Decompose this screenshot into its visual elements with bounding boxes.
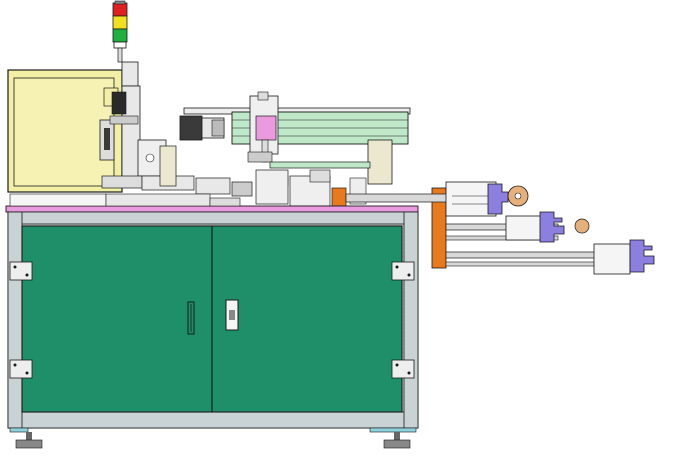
foot-base-left xyxy=(9,427,29,433)
cabinet-door-right[interactable] xyxy=(211,225,403,413)
cabinet-right-post xyxy=(403,211,419,429)
cabinet-door-left[interactable] xyxy=(21,225,213,413)
leveling-foot-left xyxy=(26,432,32,440)
conveyor-arms xyxy=(345,181,655,275)
cabinet-left-post xyxy=(7,211,23,429)
signal-lamp-green xyxy=(112,28,128,43)
signal-lamp-red xyxy=(112,2,128,17)
transfer-rail xyxy=(269,161,371,169)
pick-head-plate xyxy=(255,115,277,141)
control-box-latch-icon xyxy=(104,128,110,150)
hinge-bottom-right xyxy=(391,359,415,379)
control-box-face xyxy=(13,77,115,187)
conveyor-arm-3 xyxy=(445,239,655,275)
purple-gripper-2 xyxy=(539,211,565,243)
column-top-block xyxy=(121,61,139,87)
purple-gripper-3 xyxy=(629,239,655,273)
signal-tower xyxy=(112,0,128,63)
roller-2 xyxy=(574,218,590,234)
foot-base-right xyxy=(369,427,417,433)
gantry-motor xyxy=(179,115,203,141)
table-top xyxy=(5,193,419,213)
hinge-top-right xyxy=(391,261,415,281)
leveling-foot-right xyxy=(394,432,400,440)
control-box xyxy=(7,69,123,193)
signal-tower-base xyxy=(113,41,127,49)
orange-block-upper xyxy=(331,187,347,207)
cabinet-bottom-rail xyxy=(7,411,419,429)
gantry-end-plate xyxy=(367,139,393,185)
table-top-plate xyxy=(5,205,419,213)
cabinet xyxy=(7,211,419,449)
conveyor-arm-1 xyxy=(345,181,529,217)
signal-tower-cap xyxy=(114,0,126,5)
conveyor-arm-2 xyxy=(445,211,590,243)
hinge-top-left xyxy=(9,261,33,281)
upper-gantry xyxy=(179,91,411,185)
hinge-bottom-left xyxy=(9,359,33,379)
cabinet-top-rail xyxy=(7,211,419,225)
purple-gripper-1 xyxy=(487,183,509,215)
signal-lamp-yellow xyxy=(112,15,128,30)
signal-tower-pole xyxy=(117,47,123,63)
